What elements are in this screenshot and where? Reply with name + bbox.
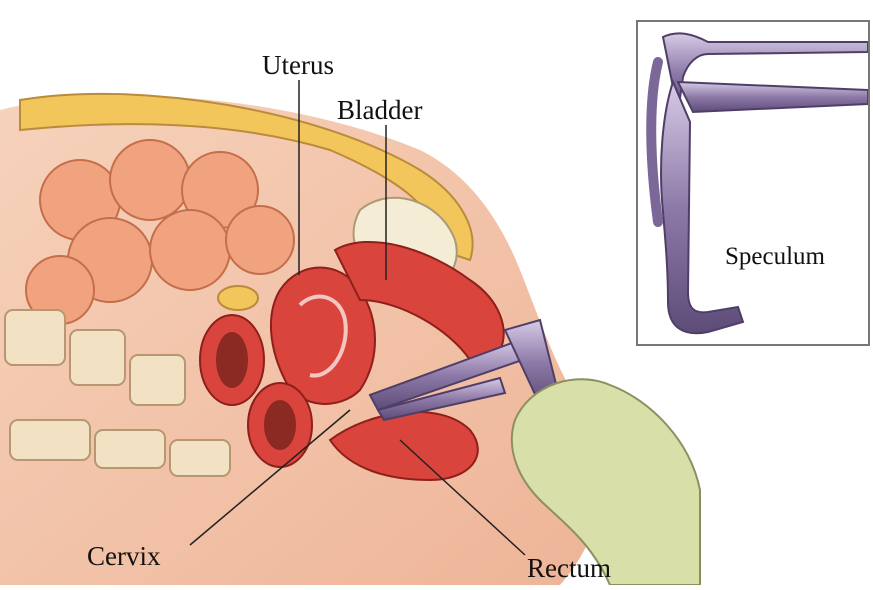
speculum-inset-panel: Speculum (636, 20, 870, 346)
speculum-tool-drawing (638, 22, 868, 344)
speculum-label: Speculum (725, 244, 825, 269)
ovary (218, 286, 258, 310)
cervix-label: Cervix (87, 543, 161, 570)
rectum-label: Rectum (527, 555, 611, 582)
uterus-label: Uterus (262, 52, 334, 79)
bladder-label: Bladder (337, 97, 422, 124)
